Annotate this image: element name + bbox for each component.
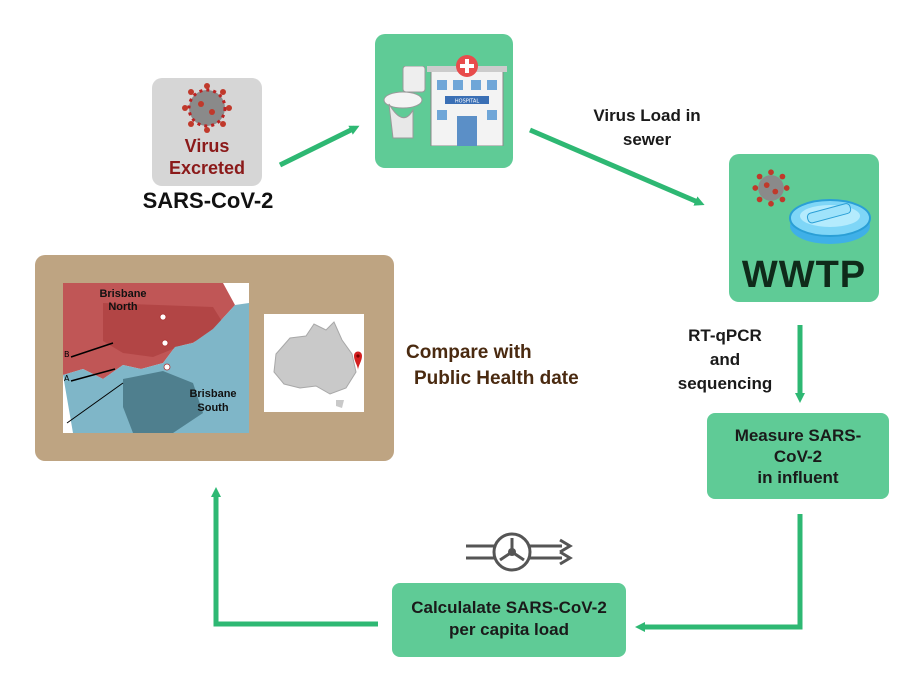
arrow-calculate-to-map [211, 487, 378, 627]
calculate-line2: per capita load [449, 620, 569, 639]
coronavirus-icon [752, 169, 790, 207]
pump-icon [466, 532, 573, 572]
measure-line1: Measure SARS- [734, 426, 862, 445]
wwtp-card: WWTP [729, 154, 879, 302]
hospital-sign: HOSPITAL [455, 99, 479, 105]
arrow-toilet-to-wwtp [529, 127, 705, 206]
compare-line2: Public Health date [414, 368, 579, 389]
virus-load-line1: Virus Load in [593, 106, 701, 125]
virus-excreted-card: Virus Excreted [152, 78, 262, 186]
marker-b: B [64, 350, 70, 359]
measure-box: Measure SARS- CoV-2 in influent [707, 413, 889, 499]
north-label-line2: North [108, 301, 138, 313]
rtqpcr-line2: and [709, 350, 741, 369]
south-label-line1: Brisbane [189, 388, 236, 400]
rtqpcr-label: RT-qPCR and sequencing [650, 324, 800, 396]
australia-inset-map [264, 314, 364, 412]
toilet-hospital-card: HOSPITAL [375, 34, 513, 168]
coronavirus-icon [182, 83, 232, 133]
compare-line1: Compare with [406, 342, 532, 363]
petri-dish-icon [789, 199, 871, 244]
compare-label: Compare with Public Health date [406, 340, 636, 392]
north-label-line1: Brisbane [99, 288, 146, 300]
virus-name: SARS-CoV-2 [142, 188, 274, 213]
marker-a: A [64, 374, 70, 383]
brisbane-map: B A Brisbane North Brisbane South [63, 283, 249, 433]
rtqpcr-line1: RT-qPCR [688, 326, 762, 345]
calculate-line1: Calculalate SARS-CoV-2 [411, 598, 607, 617]
virus-load-label: Virus Load in sewer [572, 104, 722, 152]
measure-line3: in influent [757, 468, 839, 487]
toilet-icon [383, 66, 426, 139]
hospital-icon: HOSPITAL [427, 55, 507, 146]
south-label-line2: South [197, 402, 228, 414]
arrow-virus-to-toilet [278, 125, 360, 168]
virus-label-line2: Excreted [168, 158, 246, 178]
map-panel: B A Brisbane North Brisbane South [35, 255, 394, 461]
virus-label-line1: Virus [184, 136, 230, 156]
wwtp-label: WWTP [741, 254, 867, 296]
measure-line2: CoV-2 [773, 447, 823, 466]
rtqpcr-line3: sequencing [677, 374, 773, 393]
arrow-measure-to-calculate [635, 514, 803, 632]
virus-load-line2: sewer [622, 130, 672, 149]
calculate-box: Calculalate SARS-CoV-2 per capita load [392, 583, 626, 657]
